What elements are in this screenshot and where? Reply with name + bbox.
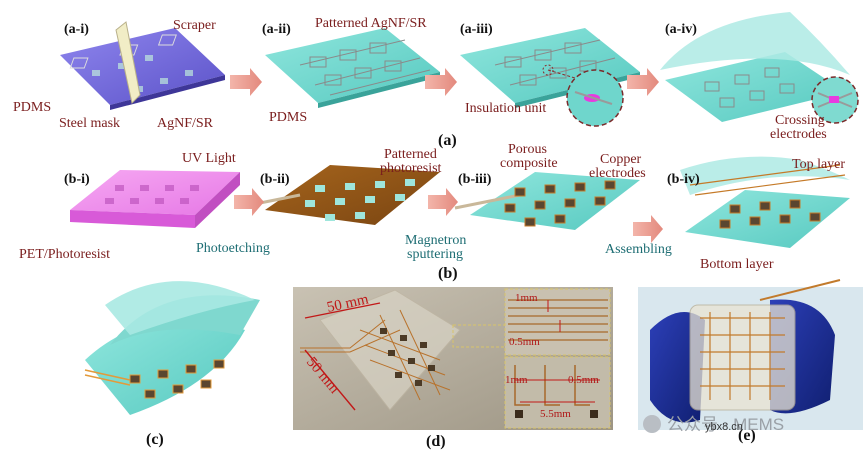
panel-label-c: (c) — [146, 431, 164, 448]
label-bottom-layer: Bottom layer — [700, 257, 774, 272]
step-a-iv-illustration — [660, 12, 859, 124]
dim-1mm-top: 1mm — [515, 292, 538, 304]
watermark-text: 公众号 · MEMS — [667, 415, 784, 434]
step-a-iii-illustration — [460, 28, 640, 127]
panel-label-e: (e) — [738, 427, 756, 444]
step-a-i-illustration — [60, 21, 225, 110]
label-porous-2: composite — [500, 156, 558, 171]
step-label-a-i: (a-i) — [64, 22, 89, 37]
label-patterned-agnf: Patterned AgNF/SR — [315, 16, 427, 31]
label-copper-2: electrodes — [589, 166, 646, 181]
panel-c-illustration — [84, 281, 260, 415]
watermark-site: ybx8.cn — [705, 421, 743, 433]
label-scraper: Scraper — [173, 18, 216, 33]
panel-d-photo — [293, 287, 613, 430]
dim-50mm-left: 50 mm — [303, 354, 343, 397]
label-pdms-left: PDMS — [13, 100, 51, 115]
label-uv-light: UV Light — [182, 151, 236, 166]
label-steel-mask: Steel mask — [59, 116, 120, 131]
step-label-b-i: (b-i) — [64, 172, 90, 187]
label-assembling: Assembling — [605, 242, 672, 257]
step-b-i-illustration — [70, 170, 240, 228]
label-crossing-1: Crossing — [775, 113, 825, 128]
step-b-iv-illustration — [680, 156, 850, 248]
label-magnetron-1: Magnetron — [405, 233, 466, 248]
step-label-a-ii: (a-ii) — [262, 22, 291, 37]
process-arrows-a — [230, 68, 659, 96]
label-patterned-2: photoresist — [380, 161, 442, 176]
dim-5-5mm: 5.5mm — [540, 408, 571, 420]
dim-1mm-bottom: 1mm — [505, 374, 528, 386]
label-porous-1: Porous — [508, 142, 547, 157]
label-top-layer: Top layer — [792, 157, 845, 172]
panel-label-d: (d) — [426, 433, 446, 450]
label-pdms-mid: PDMS — [269, 110, 307, 125]
label-agnf-sr: AgNF/SR — [157, 116, 214, 131]
panel-e-photo — [638, 279, 863, 430]
step-label-b-iv: (b-iv) — [667, 172, 700, 187]
wechat-logo-icon — [643, 415, 661, 433]
label-patterned-1: Patterned — [384, 147, 437, 162]
label-pet-photoresist: PET/Photoresist — [19, 247, 110, 262]
step-label-a-iii: (a-iii) — [460, 22, 493, 37]
step-label-b-iii: (b-iii) — [458, 172, 492, 187]
label-copper-1: Copper — [600, 152, 642, 167]
label-photoetching: Photoetching — [196, 241, 270, 256]
step-label-a-iv: (a-iv) — [665, 22, 697, 37]
step-a-ii-illustration — [265, 28, 440, 108]
label-magnetron-2: sputtering — [407, 247, 463, 262]
dim-50mm-top: 50 mm — [326, 291, 371, 315]
panel-label-a: (a) — [438, 132, 457, 149]
label-insulation-unit: Insulation unit — [465, 101, 546, 116]
dim-0-5mm-bottom: 0.5mm — [568, 374, 599, 386]
dim-0-5mm-top: 0.5mm — [509, 336, 540, 348]
step-b-iii-illustration — [454, 172, 640, 230]
label-crossing-2: electrodes — [770, 127, 827, 142]
panel-label-b: (b) — [438, 265, 458, 282]
process-arrows-b — [234, 188, 663, 243]
step-label-b-ii: (b-ii) — [260, 172, 290, 187]
